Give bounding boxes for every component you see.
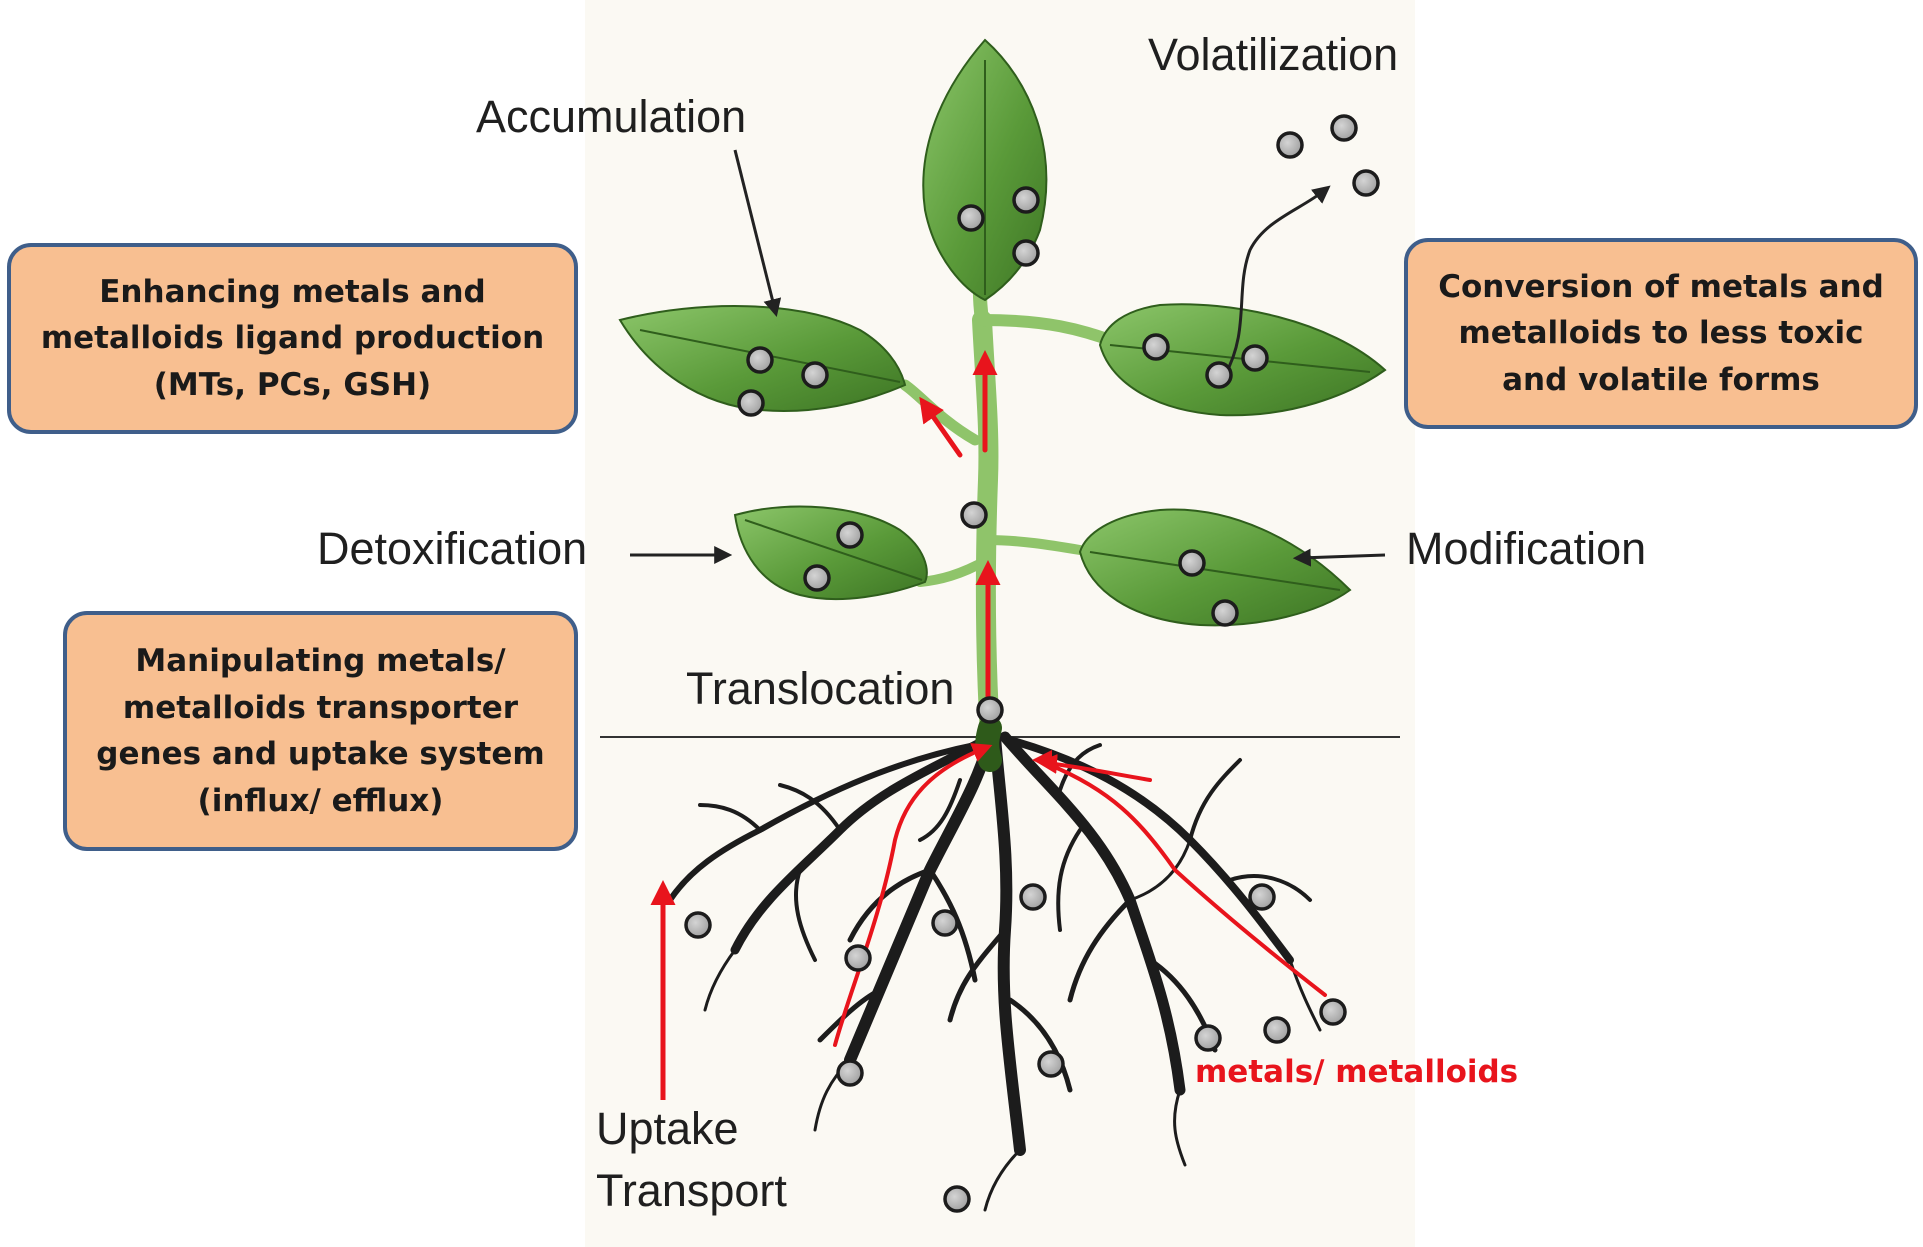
metal-particle-icon: [803, 564, 831, 592]
metal-particle-icon: [1012, 239, 1040, 267]
branch-arrow-left: [919, 396, 963, 458]
metal-particle-icon: [1205, 361, 1233, 389]
metal-particle-icon: [1211, 599, 1239, 627]
metal-particle-icon: [836, 521, 864, 549]
leaf-lower-right: [1078, 508, 1352, 627]
metal-particle-icon: [1012, 186, 1040, 214]
label-metals-metalloids: metals/ metalloids: [1195, 1054, 1519, 1090]
metal-particle-icon: [1142, 333, 1170, 361]
metal-particle-icon: [943, 1185, 971, 1213]
modification-arrow: [1292, 548, 1386, 567]
accumulation-arrow: [733, 149, 782, 317]
label-translocation: Translocation: [686, 663, 955, 714]
callout-conversion: Conversion of metals and metalloids to l…: [1404, 238, 1918, 429]
metal-particle-icon: [836, 1059, 864, 1087]
metal-particle-icon: [957, 204, 985, 232]
metal-particle-icon: [960, 501, 988, 529]
callout-transporter-line-2: metalloids transporter: [122, 689, 519, 726]
leaves: [618, 38, 1387, 627]
metal-particle-icon: [801, 361, 829, 389]
metal-particle-icon: [1037, 1050, 1065, 1078]
metal-particle-icon: [1352, 169, 1380, 197]
callout-ligand-line-3: (MTs, PCs, GSH): [153, 366, 432, 403]
metal-particle-icon: [1319, 998, 1347, 1026]
callout-ligand-line-2: metalloids ligand production: [40, 320, 545, 357]
metal-particle-icon: [931, 909, 959, 937]
metal-particle-icon: [1263, 1016, 1291, 1044]
metal-particle-icon: [1178, 549, 1206, 577]
callout-transporter-genes: Manipulating metals/ metalloids transpor…: [63, 611, 578, 851]
pointer-arrows: [630, 149, 1386, 567]
metal-particle-icon: [1019, 883, 1047, 911]
label-accumulation: Accumulation: [476, 91, 747, 142]
label-modification: Modification: [1406, 523, 1647, 574]
metal-particle-icon: [684, 911, 712, 939]
metal-particle-icon: [1276, 131, 1304, 159]
metal-particle-icon: [1330, 114, 1358, 142]
callout-ligand-production: Enhancing metals and metalloids ligand p…: [7, 243, 578, 434]
metal-particle-icon: [844, 944, 872, 972]
metal-particle-icon: [1194, 1024, 1222, 1052]
root-transport-paths: [833, 743, 1327, 1047]
callout-ligand-line-1: Enhancing metals and: [99, 273, 486, 310]
metal-particle-icon: [1248, 883, 1276, 911]
callout-transporter-line-3: genes and uptake system: [96, 736, 545, 772]
callout-conversion-line-2: metalloids to less toxic: [1458, 315, 1864, 352]
metal-particles: [684, 114, 1380, 1213]
root-system-icon: [667, 731, 1322, 1212]
metal-particle-icon: [976, 696, 1004, 724]
leaf-lower-left: [733, 505, 928, 601]
label-transport: Transport: [596, 1165, 787, 1216]
label-uptake: Uptake: [596, 1103, 739, 1154]
label-volatilization: Volatilization: [1148, 29, 1399, 80]
callout-transporter-line-4: (influx/ efflux): [197, 782, 444, 819]
callout-conversion-line-3: and volatile forms: [1502, 361, 1820, 398]
volatilization-arrow: [1223, 185, 1331, 376]
label-detoxification: Detoxification: [317, 523, 588, 574]
callout-transporter-line-1: Manipulating metals/: [135, 643, 506, 679]
metal-particle-icon: [746, 346, 774, 374]
metal-particle-icon: [737, 389, 765, 417]
leaf-top: [922, 38, 1048, 302]
metal-particle-icon: [1241, 344, 1269, 372]
callout-conversion-line-1: Conversion of metals and: [1438, 268, 1884, 305]
stem-translocation-arrows: [919, 350, 1001, 703]
